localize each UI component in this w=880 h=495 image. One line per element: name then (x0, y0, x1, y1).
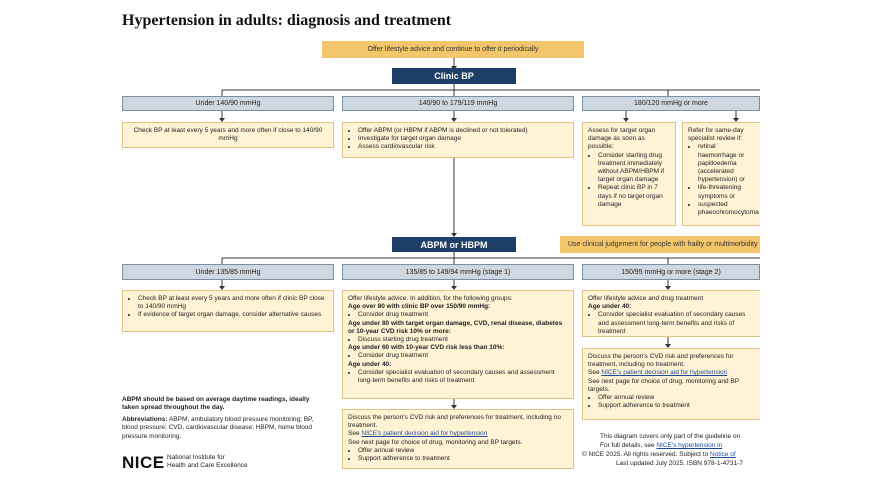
clinic-low-box: Check BP at least every 5 years and more… (122, 122, 334, 148)
range-bar-stage2: 150/95 mmHg or more (stage 2) (582, 264, 760, 280)
range-bar-abpm-low: Under 135/85 mmHg (122, 264, 334, 280)
stage1-group-heading: Age under 80 with target organ damage, C… (348, 319, 563, 335)
decision-aid-line: See NICE's patient decision aid for hype… (348, 430, 568, 438)
list-item: Consider drug treatment (358, 352, 568, 360)
stage1-treatment-box: Offer lifestyle advice. In addition, for… (342, 290, 574, 399)
decision-aid-link[interactable]: NICE's patient decision aid for hyperten… (601, 369, 728, 377)
abpm-low-box: Check BP at least every 5 years and more… (122, 290, 334, 332)
clinic-low-text: Check BP at least every 5 years and more… (133, 127, 323, 143)
next-page-text: See next page for choice of drug, monito… (588, 377, 739, 393)
footer-text: © NICE 2025. All rights reserved. Subjec… (582, 451, 710, 458)
clinic-mid-box: Offer ABPM (or HBPM if ABPM is declined … (342, 122, 574, 158)
see-text: See (588, 369, 602, 377)
page-title: Hypertension in adults: diagnosis and tr… (122, 12, 452, 29)
stage2-group-heading: Age under 40: (588, 303, 632, 311)
decision-aid-link[interactable]: NICE's patient decision aid for hyperten… (361, 430, 488, 438)
frailty-banner: Use clinical judgement for people with f… (560, 236, 760, 253)
list-item: Investigate for target organ damage (358, 135, 568, 143)
abbrev-text: ABPM, ambulatory blood pressure monitori… (122, 416, 314, 440)
list-item: Consider drug treatment (358, 311, 568, 319)
footer-line-4: Last updated July 2025. ISBN 978-1-4731-… (616, 460, 743, 467)
list-item: Check BP at least every 5 years and more… (138, 295, 328, 311)
range-bar-clinic-mid: 140/90 to 179/119 mmHg (342, 96, 574, 111)
list-item: suspected phaeochromocytoma (698, 201, 759, 217)
stage1-discuss-box: Discuss the person's CVD risk and prefer… (342, 409, 574, 469)
nice-org-name: National Institute for Health and Care E… (167, 454, 248, 470)
stage1-group-heading: Age under 40: (348, 360, 392, 368)
next-page-text: See next page for choice of drug, monito… (348, 438, 523, 446)
list-item: Consider specialist evaluation of second… (358, 369, 568, 385)
stage1-group-heading: Age over 80 with clinic BP over 150/90 m… (348, 303, 491, 311)
list-item: retinal haemorrhage or papilloedema (acc… (698, 143, 755, 184)
list-item: Offer annual review (598, 394, 755, 402)
range-bar-clinic-high: 180/120 mmHg or more (582, 96, 760, 111)
list-item: life-threatening symptoms or (698, 184, 755, 200)
list-item: If evidence of target organ damage, cons… (138, 311, 328, 319)
list-item: Offer annual review (358, 447, 568, 455)
list-item: Assess cardiovascular risk (358, 143, 568, 151)
clinic-bp-header: Clinic BP (392, 68, 516, 84)
range-bar-clinic-low: Under 140/90 mmHg (122, 96, 334, 111)
range-bar-stage1: 135/85 to 149/94 mmHg (stage 1) (342, 264, 574, 280)
notice-link[interactable]: Notice of (710, 451, 736, 458)
discuss-text: Discuss the person's CVD risk and prefer… (588, 353, 734, 369)
assess-intro: Assess for target organ damage as soon a… (588, 127, 656, 151)
guideline-link[interactable]: NICE's hypertension in (656, 442, 723, 449)
assess-target-organ-box: Assess for target organ damage as soon a… (582, 122, 676, 226)
footer-line-3: © NICE 2025. All rights reserved. Subjec… (582, 451, 736, 460)
stage1-group-heading: Age under 60 with 10-year CVD risk less … (348, 344, 505, 352)
list-item: Support adherence to treatment (358, 455, 568, 463)
stage1-intro: Offer lifestyle advice. In addition, for… (348, 295, 513, 302)
list-item: Consider starting drug treatment immedia… (598, 152, 670, 185)
footer-line-1: This diagram covers only part of the gui… (600, 433, 741, 440)
abpm-note: ABPM should be based on average daytime … (122, 396, 310, 412)
footer-text: For full details, see (600, 442, 657, 449)
nice-name-line: Health and Care Excellence (167, 462, 248, 469)
footer-line-2: For full details, see NICE's hypertensio… (600, 442, 722, 451)
stage2-intro: Offer lifestyle advice and drug treatmen… (588, 295, 704, 302)
abbrev-label: Abbreviations: (122, 416, 168, 423)
list-item: Support adherence to treatment (598, 402, 755, 410)
nice-logo: NICE (122, 453, 165, 472)
see-text: See (348, 430, 362, 438)
stage2-discuss-box: Discuss the person's CVD risk and prefer… (582, 348, 760, 420)
list-item: Offer ABPM (or HBPM if ABPM is declined … (358, 127, 568, 135)
decision-aid-line: See NICE's patient decision aid for hype… (588, 369, 755, 377)
stage2-treatment-box: Offer lifestyle advice and drug treatmen… (582, 290, 760, 337)
refer-specialist-box: Refer for same-day specialist review if:… (682, 122, 760, 226)
abpm-hbpm-header: ABPM or HBPM (392, 237, 516, 252)
list-item: Repeat clinic BP in 7 days if no target … (598, 184, 670, 209)
nice-name-line: National Institute for (167, 454, 225, 461)
list-item: Discuss starting drug treatment (358, 336, 568, 344)
discuss-text: Discuss the person's CVD risk and prefer… (348, 414, 561, 430)
list-item: Consider specialist evaluation of second… (598, 311, 755, 336)
abbreviations: Abbreviations: ABPM, ambulatory blood pr… (122, 416, 327, 441)
lifestyle-banner: Offer lifestyle advice and continue to o… (322, 41, 584, 58)
refer-intro: Refer for same-day specialist review if: (688, 127, 744, 143)
